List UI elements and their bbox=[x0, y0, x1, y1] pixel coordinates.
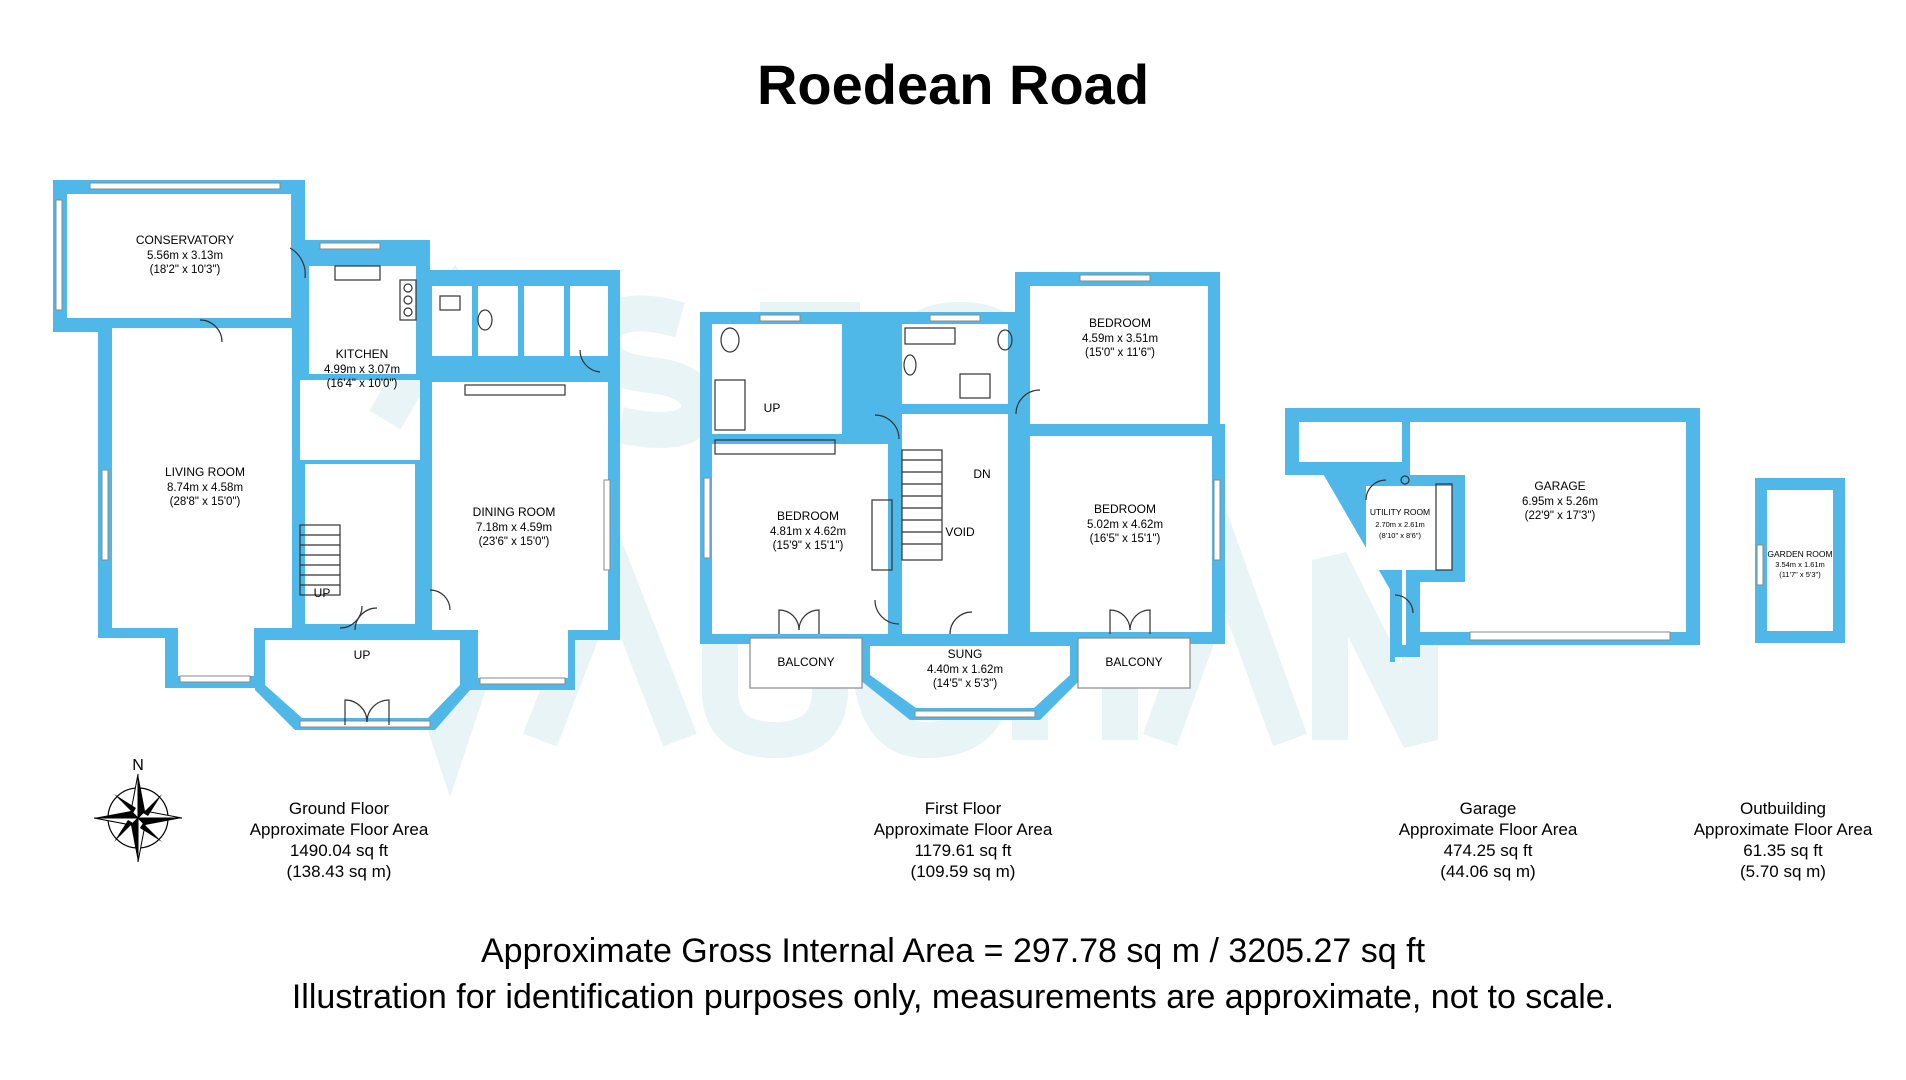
kitchen-name: KITCHEN bbox=[336, 347, 389, 361]
conservatory-metric: 5.56m x 3.13m bbox=[147, 250, 223, 262]
first-floor-plan: UP DN VOID BEDROOM 4.81m x 4.62m (15'9" … bbox=[700, 272, 1225, 720]
floor-area-sqm: (5.70 sq m) bbox=[1740, 862, 1826, 881]
plan-title: Roedean Road bbox=[756, 53, 1150, 116]
balcony-left-label: BALCONY bbox=[777, 655, 834, 669]
porch-up-label: UP bbox=[354, 648, 371, 662]
outbuilding-plan: GARDEN ROOM 3.54m x 1.61m (11'7" x 5'3") bbox=[1755, 478, 1845, 643]
compass-rose-icon: N bbox=[93, 757, 183, 863]
floor-name: Ground Floor bbox=[288, 799, 390, 818]
utility-room-name: UTILITY ROOM bbox=[1370, 507, 1430, 517]
bedroom-1-name: BEDROOM bbox=[777, 509, 839, 523]
utility-room-metric: 2.70m x 2.61m bbox=[1375, 520, 1425, 529]
bedroom-2-metric: 4.59m x 3.51m bbox=[1082, 333, 1158, 345]
void-label: VOID bbox=[945, 525, 975, 539]
kitchen-metric: 4.99m x 3.07m bbox=[324, 364, 400, 376]
disclaimer-text: Illustration for identification purposes… bbox=[291, 978, 1615, 1016]
bedroom-2-name: BEDROOM bbox=[1089, 316, 1151, 330]
hall-up-label: UP bbox=[314, 586, 331, 600]
floor-name: Garage bbox=[1459, 799, 1517, 818]
ground-floor-plan: CONSERVATORY 5.56m x 3.13m (18'2" x 10'3… bbox=[53, 180, 620, 730]
kitchen-imperial: (16'4" x 10'0") bbox=[327, 378, 398, 390]
utility-room-imperial: (8'10" x 8'6") bbox=[1379, 531, 1421, 540]
living-room-name: LIVING ROOM bbox=[165, 465, 245, 479]
floor-area-sqm: (138.43 sq m) bbox=[286, 862, 392, 881]
dining-room-name: DINING ROOM bbox=[473, 505, 556, 519]
floor-name: Outbuilding bbox=[1739, 799, 1826, 818]
floor-area-sqft: 1490.04 sq ft bbox=[289, 841, 389, 860]
floor-area-sqft: 474.25 sq ft bbox=[1443, 841, 1533, 860]
sung-imperial: (14'5" x 5'3") bbox=[933, 678, 998, 690]
conservatory-name: CONSERVATORY bbox=[136, 233, 234, 247]
bedroom-1-imperial: (15'9" x 15'1") bbox=[773, 540, 844, 552]
floor-area-sqft: 1179.61 sq ft bbox=[914, 841, 1012, 860]
bedroom-3-metric: 5.02m x 4.62m bbox=[1087, 519, 1163, 531]
dining-room-metric: 7.18m x 4.59m bbox=[476, 522, 552, 534]
garden-room-metric: 3.54m x 1.61m bbox=[1775, 560, 1825, 569]
dining-room-imperial: (23'6" x 15'0") bbox=[479, 536, 550, 548]
bath-up-label: UP bbox=[764, 401, 781, 415]
balcony-right-label: BALCONY bbox=[1105, 655, 1162, 669]
floor-area-label: Approximate Floor Area bbox=[1398, 820, 1578, 839]
garage-caption: Garage Approximate Floor Area 474.25 sq … bbox=[1358, 798, 1618, 882]
garage-name: GARAGE bbox=[1534, 479, 1585, 493]
floor-area-label: Approximate Floor Area bbox=[1693, 820, 1873, 839]
floor-area-sqm: (44.06 sq m) bbox=[1440, 862, 1536, 881]
bedroom-1-metric: 4.81m x 4.62m bbox=[770, 526, 846, 538]
sung-name: SUNG bbox=[948, 647, 983, 661]
floor-area-label: Approximate Floor Area bbox=[249, 820, 429, 839]
gross-area-text: Approximate Gross Internal Area = 297.78… bbox=[480, 932, 1426, 970]
first-floor-caption: First Floor Approximate Floor Area 1179.… bbox=[833, 798, 1093, 882]
garage-metric: 6.95m x 5.26m bbox=[1522, 496, 1598, 508]
bedroom-3-name: BEDROOM bbox=[1094, 502, 1156, 516]
ground-floor-caption: Ground Floor Approximate Floor Area 1490… bbox=[209, 798, 469, 882]
floor-name: First Floor bbox=[924, 799, 1002, 818]
bedroom-3-imperial: (16'5" x 15'1") bbox=[1090, 533, 1161, 545]
garage-plan: UTILITY ROOM 2.70m x 2.61m (8'10" x 8'6"… bbox=[1285, 408, 1700, 662]
conservatory-imperial: (18'2" x 10'3") bbox=[150, 264, 221, 276]
outbuilding-caption: Outbuilding Approximate Floor Area 61.35… bbox=[1663, 798, 1903, 882]
dn-label: DN bbox=[973, 467, 990, 481]
floor-area-sqft: 61.35 sq ft bbox=[1743, 841, 1823, 860]
bedroom-2-imperial: (15'0" x 11'6") bbox=[1085, 347, 1155, 359]
garden-room-imperial: (11'7" x 5'3") bbox=[1779, 570, 1821, 579]
living-room-imperial: (28'8" x 15'0") bbox=[170, 496, 241, 508]
garage-imperial: (22'9" x 17'3") bbox=[1525, 510, 1596, 522]
compass-north-label: N bbox=[132, 757, 144, 774]
floor-area-sqm: (109.59 sq m) bbox=[910, 862, 1016, 881]
living-room-metric: 8.74m x 4.58m bbox=[167, 482, 243, 494]
floor-area-label: Approximate Floor Area bbox=[873, 820, 1053, 839]
garden-room-name: GARDEN ROOM bbox=[1767, 549, 1832, 559]
sung-metric: 4.40m x 1.62m bbox=[927, 664, 1003, 676]
